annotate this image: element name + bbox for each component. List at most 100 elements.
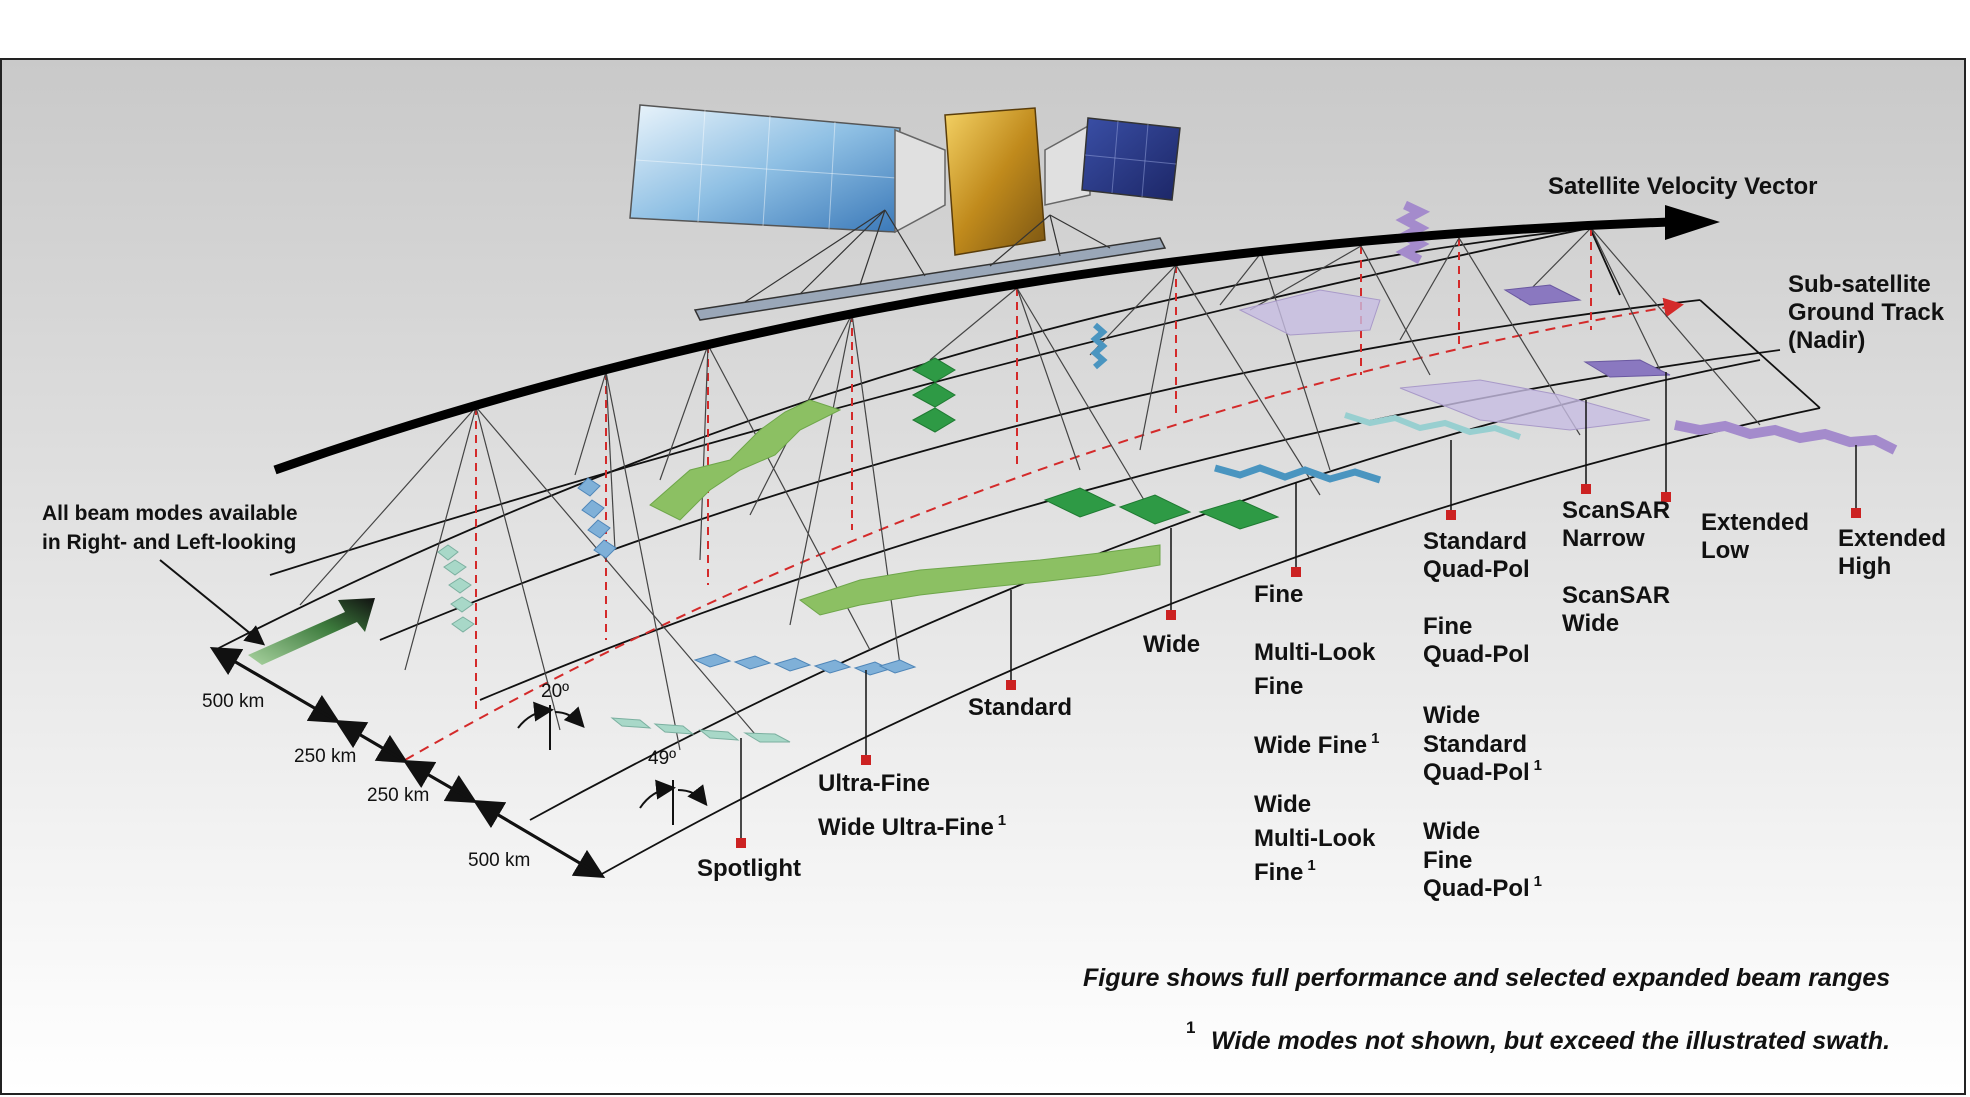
mode-label-standard-qp-2: Quad-Pol — [1423, 556, 1530, 583]
distance-label: 500 km — [468, 850, 530, 871]
mode-marker — [1851, 508, 1861, 518]
wide-beam — [911, 382, 956, 408]
mode-markers — [736, 484, 1861, 848]
mode-label-wide-multilook-2: Multi-Look — [1254, 825, 1376, 852]
panel-yoke-right — [1044, 123, 1091, 206]
wide-beam — [1043, 487, 1117, 518]
spotlight-beam — [443, 559, 467, 576]
mode-marker — [736, 838, 746, 848]
mode-label-wide-std-qp-1: Wide — [1423, 702, 1480, 729]
mode-label-extended-high-2: High — [1838, 553, 1891, 580]
spotlight-beam — [653, 723, 695, 735]
footprint-fine — [1090, 322, 1382, 484]
mode-label-ultrafine: Ultra-Fine — [818, 770, 930, 797]
mode-label-wide-std-qp-2: Standard — [1423, 731, 1527, 758]
mode-label-standard: Standard — [968, 694, 1072, 721]
velocity-arrowhead — [1665, 205, 1720, 240]
mode-marker — [1661, 492, 1671, 502]
fine-beam-near — [1090, 322, 1108, 370]
spotlight-beam — [450, 596, 474, 613]
velocity-label: Satellite Velocity Vector — [1548, 173, 1817, 200]
spotlight-beam — [698, 729, 740, 741]
swath-line-2 — [269, 227, 1591, 576]
swath-line-4 — [479, 349, 1781, 701]
scansar-beam-near — [1503, 284, 1582, 306]
spotlight-beam — [437, 544, 459, 561]
satellite-bus — [944, 107, 1046, 256]
ultrafine-beam — [577, 477, 601, 497]
quadpol-zigzag — [1344, 412, 1522, 440]
solar-panel-right — [1081, 117, 1181, 201]
mode-marker — [1291, 567, 1301, 577]
mode-label-multilook: Multi-Look — [1254, 639, 1376, 666]
beam-footprints — [437, 200, 1898, 743]
wide-beam — [911, 357, 956, 383]
mode-label-multilook-fine: Fine — [1254, 673, 1303, 700]
swath-line-far — [599, 407, 1821, 876]
footprint-standard — [649, 399, 1161, 616]
ultrafine-beam — [733, 655, 772, 670]
wide-beam — [911, 407, 956, 433]
mode-label-fine-qp-2: Quad-Pol — [1423, 641, 1530, 668]
standard-beam-near — [649, 399, 842, 521]
look-direction-arrow — [248, 598, 375, 665]
spotlight-beam — [610, 717, 652, 729]
mode-label-scansar-narrow-2: Narrow — [1562, 525, 1645, 552]
footnote-performance: Figure shows full performance and select… — [1083, 964, 1890, 992]
spotlight-beam — [743, 732, 791, 743]
mode-label-wide-fine-qp-2: Fine — [1423, 847, 1472, 874]
ground-track-label-line2: Ground Track — [1788, 299, 1945, 326]
distance-scale — [209, 646, 606, 879]
quadpol-beam-far — [1399, 379, 1651, 431]
ground-track-label-line1: Sub-satellite — [1788, 271, 1931, 298]
beam-lines — [299, 227, 1761, 751]
spotlight-beam — [448, 577, 472, 594]
ultrafine-beam — [773, 657, 812, 672]
footprint-extended — [1395, 200, 1898, 455]
scansar-beam-far — [1583, 359, 1671, 378]
mode-label-scansar-wide-2: Wide — [1562, 610, 1619, 637]
footnote-marker: 1 — [1186, 1018, 1195, 1037]
mode-label-wide-multilook-1: Wide — [1254, 791, 1311, 818]
beam-modes-note-line1: All beam modes available — [42, 502, 298, 525]
standard-beam-far — [798, 544, 1161, 616]
distance-label: 250 km — [294, 746, 356, 767]
mode-marker — [1166, 610, 1176, 620]
mode-leaders — [740, 372, 1857, 838]
wide-beam — [1118, 494, 1192, 525]
distance-label: 500 km — [202, 691, 264, 712]
mode-label-extended-low-2: Low — [1701, 537, 1749, 564]
ultrafine-beam — [813, 659, 852, 674]
footprint-scansar — [1503, 284, 1671, 378]
swath-line-3 — [379, 299, 1701, 641]
angle-far-label: 49º — [648, 748, 676, 769]
quadpol-beam-near — [1238, 289, 1381, 336]
mode-label-spotlight: Spotlight — [697, 855, 801, 882]
ultrafine-beam — [581, 499, 605, 519]
mode-label-standard-qp-1: Standard — [1423, 528, 1527, 555]
sar-antenna — [693, 237, 1167, 321]
extended-beam-top — [1395, 200, 1431, 264]
ultrafine-beam — [587, 519, 611, 539]
note-pointer-line — [159, 559, 266, 646]
ultrafine-beam — [693, 653, 732, 668]
beam-modes-note-line2: in Right- and Left-looking — [42, 531, 296, 554]
footprint-wide — [911, 357, 1280, 530]
ground-track-label-line3: (Nadir) — [1788, 327, 1865, 354]
distance-label: 250 km — [367, 785, 429, 806]
fine-beam-far — [1214, 464, 1382, 484]
footprint-spotlight — [437, 544, 791, 743]
angle-indicators — [517, 701, 708, 825]
angle-near-label: 20º — [541, 681, 569, 702]
mode-label-fine-qp-1: Fine — [1423, 613, 1472, 640]
ultrafine-beam — [878, 659, 917, 674]
mode-marker — [1006, 680, 1016, 690]
mode-label-scansar-narrow-1: ScanSAR — [1562, 497, 1670, 524]
mode-marker — [861, 755, 871, 765]
spotlight-beam — [451, 616, 475, 633]
velocity-vector-arc — [273, 217, 1671, 475]
